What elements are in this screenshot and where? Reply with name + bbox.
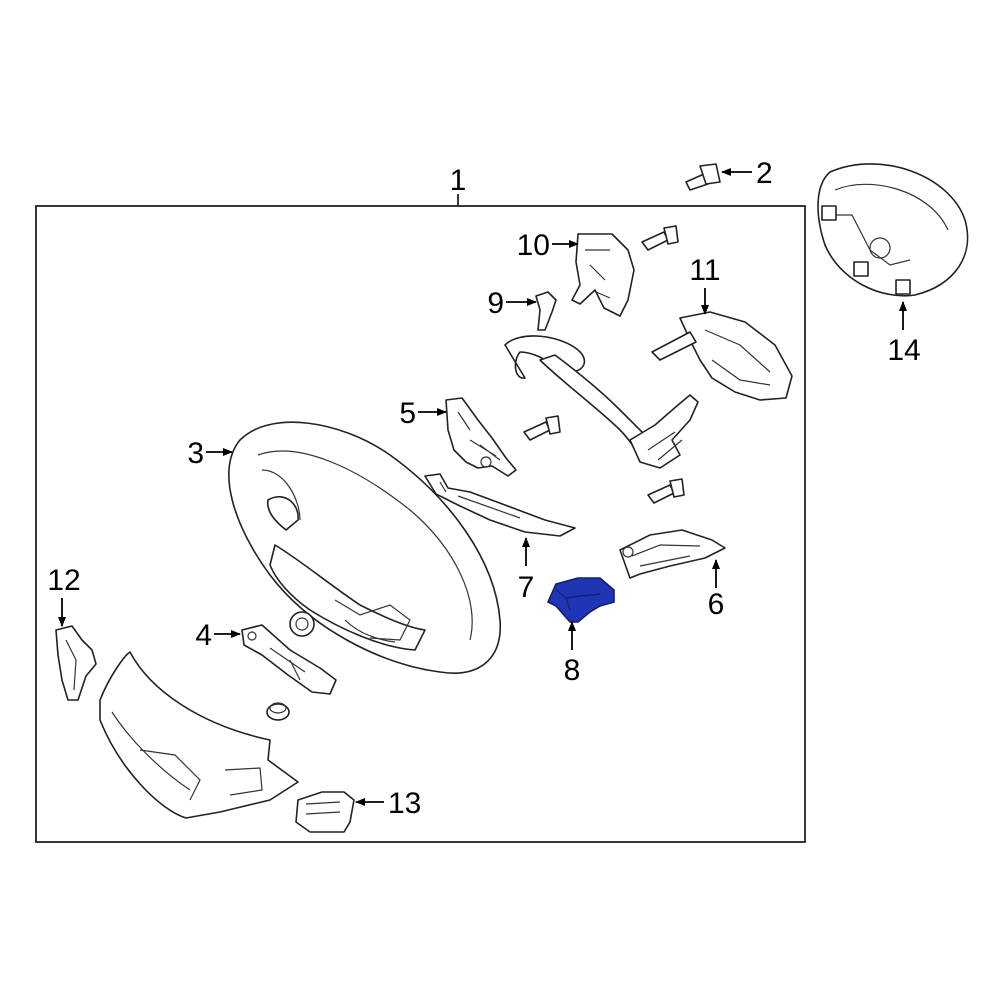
bushing-part (266, 702, 290, 721)
callout-4: 4 (195, 619, 212, 652)
callout-7: 7 (518, 571, 535, 604)
bezel-part-6 (619, 529, 726, 579)
callout-12: 12 (47, 564, 80, 597)
steering-wheel-part (228, 421, 501, 674)
callout-3: 3 (187, 437, 204, 470)
callout-2: 2 (756, 157, 773, 190)
bracket-part-4 (241, 624, 337, 695)
harness-part-9 (504, 291, 699, 469)
callout-8: 8 (564, 654, 581, 687)
callout-9: 9 (487, 287, 504, 320)
highlighted-part-8 (546, 577, 615, 623)
callout-11: 11 (689, 254, 720, 287)
trim-part-7 (424, 473, 576, 537)
lower-cover-part (99, 651, 299, 819)
airbag-part-14 (817, 163, 969, 297)
callout-14: 14 (887, 334, 920, 367)
screw-middle (523, 415, 561, 441)
switch-part-13 (295, 791, 355, 833)
callout-13: 13 (388, 787, 421, 820)
callout-5: 5 (399, 397, 416, 430)
screw-lower (647, 478, 685, 504)
switch-part-5 (445, 397, 517, 477)
bolt-part-2 (685, 163, 721, 191)
cover-part-11 (651, 311, 793, 401)
callout-1: 1 (450, 164, 467, 197)
switch-part-12 (55, 625, 97, 701)
callout-10: 10 (517, 229, 550, 262)
callout-6: 6 (708, 588, 725, 621)
screw-top (641, 225, 679, 251)
assembly-box (35, 205, 806, 843)
bracket-part-10 (571, 233, 635, 317)
